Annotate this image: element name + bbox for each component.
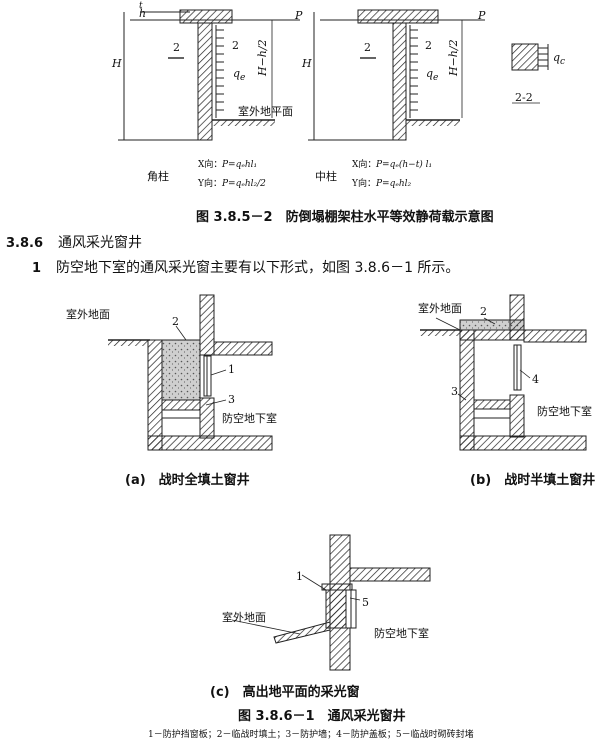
label-Hh2-right: H−h/2 <box>447 39 460 76</box>
label-Hh2-left: H−h/2 <box>256 39 269 76</box>
middle-y-formula: P=qₑhl₂ <box>376 179 412 189</box>
fig-a-n1: 1 <box>228 363 235 376</box>
fig-a-ground-label: 室外地面 <box>66 308 110 321</box>
middle-column-diagram <box>308 9 485 141</box>
fig-c-diagram <box>231 534 431 671</box>
section-2-2-diagram <box>511 43 549 104</box>
corner-column-diagram <box>118 9 300 141</box>
label-2-left: 2 <box>173 41 180 54</box>
label-ground-top: 室外地平面 <box>238 105 293 118</box>
fig-c-caption: (c) 高出地平面的采光窗 <box>210 685 360 700</box>
section-number: 3.8.6 <box>6 236 44 251</box>
fig-a-basement: 防空地下室 <box>222 412 277 425</box>
fig-b-basement: 防空地下室 <box>537 405 592 418</box>
label-h: h <box>139 7 147 20</box>
fig-a-n3: 3 <box>228 393 235 406</box>
corner-x-label: X向： <box>198 160 223 170</box>
label-section-22: 2-2 <box>515 91 533 104</box>
section-title: 通风采光窗井 <box>58 235 142 251</box>
label-p-left: P <box>295 9 303 22</box>
middle-x-label: X向： <box>352 160 377 170</box>
item-text: 防空地下室的通风采光窗主要有以下形式，如图 3.8.6－1 所示。 <box>56 260 460 276</box>
corner-y-label: Y向： <box>198 179 222 189</box>
label-H-left: H <box>112 57 122 70</box>
fig-b-n3: 3 <box>451 385 458 398</box>
label-qe-right: qe <box>426 67 439 84</box>
label-qe-left: qe <box>233 67 246 84</box>
fig-c-n5: 5 <box>362 596 369 609</box>
corner-y-formula: P=qₑhl₂/2 <box>222 179 266 189</box>
fig-a-n2: 2 <box>172 315 179 328</box>
label-2-right-b: 2 <box>425 39 432 52</box>
middle-x-formula: P=qₑ(h−t) l₁ <box>376 160 433 170</box>
figure-caption-top: 图 3.8.5－2 防倒塌棚架柱水平等效静荷载示意图 <box>196 210 494 225</box>
label-H-right: H <box>302 57 312 70</box>
fig-a-diagram <box>108 294 273 451</box>
fig-b-n4: 4 <box>532 373 539 386</box>
middle-y-label: Y向： <box>352 179 376 189</box>
fig-b-diagram <box>420 294 587 451</box>
fig-b-n2: 2 <box>480 305 487 318</box>
fig-b-caption: (b) 战时半填土窗井 <box>470 473 596 488</box>
fig-a-caption: (a) 战时全填土窗井 <box>125 473 250 488</box>
fig-c-n1: 1 <box>296 570 303 583</box>
corner-x-formula: P=qₑhl₁ <box>222 160 258 170</box>
figure-caption-bottom: 图 3.8.6－1 通风采光窗井 <box>238 709 406 724</box>
label-2-left-b: 2 <box>232 39 239 52</box>
label-2-right: 2 <box>364 41 371 54</box>
label-t: t <box>139 1 143 11</box>
fig-c-ground-label: 室外地面 <box>222 611 266 624</box>
label-p-right: P <box>478 9 486 22</box>
middle-column-name: 中柱 <box>315 170 337 183</box>
fig-c-basement: 防空地下室 <box>374 627 429 640</box>
item-number: 1 <box>32 261 42 276</box>
figure-legend: 1－防护挡窗板；2－临战时填土；3－防护墙；4－防护盖板；5－临战时砌砖封堵 <box>148 730 474 740</box>
fig-b-ground-label: 室外地面 <box>418 302 462 315</box>
corner-column-name: 角柱 <box>147 170 169 183</box>
label-qc: qc <box>553 51 566 68</box>
